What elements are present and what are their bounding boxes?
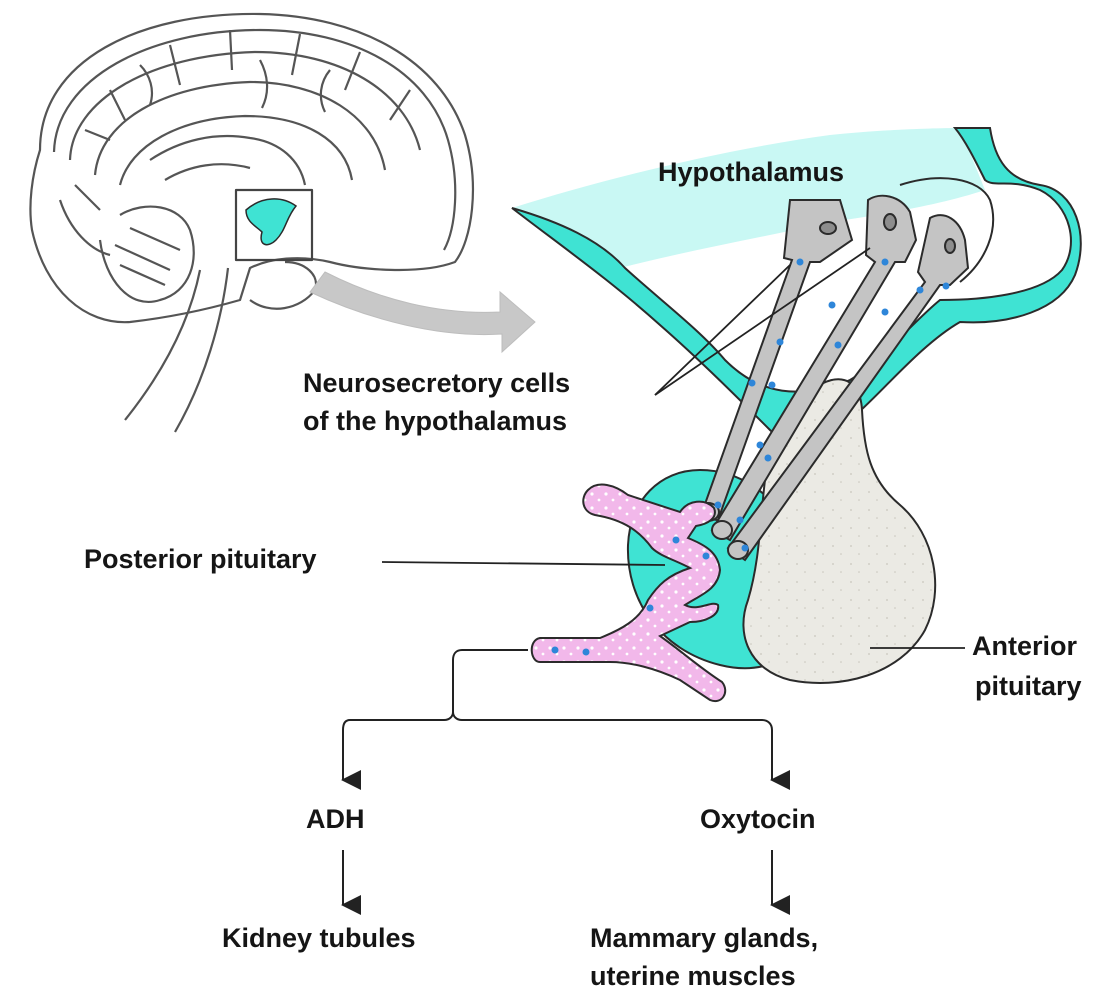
hormone-dots: [551, 258, 950, 656]
hypothalamus-light-region: [512, 128, 985, 268]
label-mammary-line1: Mammary glands,: [590, 923, 819, 953]
label-oxytocin: Oxytocin: [700, 804, 816, 834]
label-anterior-line2: pituitary: [975, 671, 1082, 701]
flow-lines: [341, 649, 790, 915]
brain-hypothalamus-spot: [245, 198, 298, 246]
label-neurosecretory-line2: of the hypothalamus: [303, 406, 568, 436]
label-neurosecretory-line1: Neurosecretory cells: [303, 368, 571, 398]
zoom-arrow-icon: [309, 271, 536, 354]
leader-lines: [381, 247, 965, 649]
label-posterior-pituitary: Posterior pituitary: [84, 544, 317, 574]
blood-vessel: [530, 483, 727, 703]
neurosecretory-cells: [698, 194, 970, 562]
label-kidney-tubules: Kidney tubules: [222, 923, 416, 953]
label-anterior-line1: Anterior: [972, 631, 1078, 661]
label-hypothalamus: Hypothalamus: [658, 157, 845, 187]
brain-sagittal-icon: [29, 12, 474, 433]
label-mammary-line2: uterine muscles: [590, 961, 796, 991]
label-adh: ADH: [306, 804, 365, 834]
